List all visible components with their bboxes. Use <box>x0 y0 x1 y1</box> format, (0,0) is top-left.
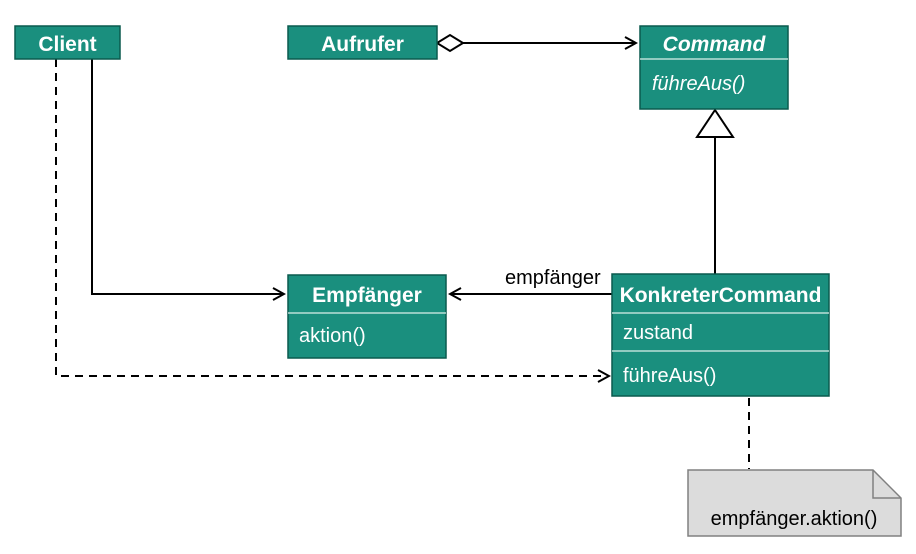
class-empfaenger[interactable]: Empfänger aktion() <box>287 274 447 359</box>
class-empfaenger-title: Empfänger <box>312 284 422 307</box>
class-command[interactable]: Command führeAus() <box>639 25 789 110</box>
note-empfaenger-aktion[interactable]: empfänger.aktion() <box>687 469 902 537</box>
dependency-client-konkretercommand <box>55 59 609 376</box>
association-role-label: empfänger <box>505 267 601 289</box>
aggregation-aufrufer-command <box>435 33 636 53</box>
class-konkretercommand[interactable]: KonkreterCommand zustand führeAus() <box>611 273 830 397</box>
aggregation-diamond-icon <box>435 33 465 53</box>
generalization-konkretercommand-command <box>695 108 735 274</box>
class-empfaenger-operation: aktion() <box>299 325 366 347</box>
class-aufrufer-title: Aufrufer <box>321 33 404 56</box>
class-command-title: Command <box>663 33 767 56</box>
class-konkretercommand-title: KonkreterCommand <box>620 284 822 307</box>
class-aufrufer[interactable]: Aufrufer <box>287 25 438 60</box>
class-konkretercommand-attribute: zustand <box>623 322 693 344</box>
inheritance-triangle-icon <box>695 108 735 138</box>
association-client-empfaenger <box>91 59 284 294</box>
class-command-operation: führeAus() <box>652 73 745 95</box>
class-konkretercommand-operation: führeAus() <box>623 365 716 387</box>
class-client[interactable]: Client <box>14 25 121 60</box>
class-client-title: Client <box>38 33 96 56</box>
note-text: empfänger.aktion() <box>711 508 878 530</box>
